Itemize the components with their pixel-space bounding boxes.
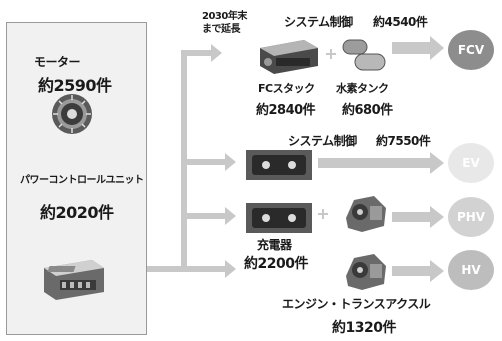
- deadline-line1: 2030年末: [202, 11, 247, 22]
- hv-transaxle-image: [340, 250, 390, 292]
- transaxle-label: エンジン・トランスアクスル: [282, 297, 431, 311]
- fcv-system-control-label: システム制御: [284, 15, 353, 29]
- fc-stack-label: FCスタック: [258, 82, 315, 95]
- pcu-count: 約2020件: [40, 203, 114, 222]
- ev-control-unit-image: [246, 150, 312, 180]
- fc-stack-image: [258, 32, 320, 76]
- deadline-line2: まで延長: [202, 24, 241, 35]
- vertical-trunk: [181, 50, 187, 272]
- vehicle-badge-fcv: FCV: [448, 30, 494, 70]
- pcu-image: [40, 254, 108, 302]
- fc-stack-count: 約2840件: [256, 103, 316, 118]
- vehicle-label-hv: HV: [461, 263, 481, 277]
- fcv-system-count: 約4540件: [373, 15, 428, 29]
- vehicle-badge-ev: EV: [448, 143, 494, 183]
- motor-label: モーター: [34, 55, 81, 69]
- vehicle-label-phv: PHV: [456, 210, 486, 224]
- vehicle-label-fcv: FCV: [457, 43, 485, 57]
- vehicle-badge-hv: HV: [448, 250, 494, 290]
- panel-connector: [147, 266, 189, 272]
- motor-image: [50, 92, 94, 136]
- hydrogen-tank-count: 約680件: [342, 103, 393, 118]
- hydrogen-tank-image: [341, 36, 387, 74]
- charger-label: 充電器: [257, 238, 292, 252]
- ev-system-control-label: システム制御: [288, 134, 357, 148]
- charger-count: 約2200件: [244, 256, 308, 272]
- motor-count: 約2590件: [38, 76, 112, 95]
- ev-system-count: 約7550件: [376, 134, 431, 148]
- transaxle-count: 約1320件: [332, 320, 396, 336]
- charger-image: [246, 203, 312, 233]
- phv-transaxle-image: [340, 192, 390, 234]
- vehicle-label-ev: EV: [462, 156, 480, 170]
- hydrogen-tank-label: 水素タンク: [336, 82, 389, 95]
- vehicle-badge-phv: PHV: [448, 197, 494, 237]
- pcu-label: パワーコントロールユニット: [20, 175, 144, 186]
